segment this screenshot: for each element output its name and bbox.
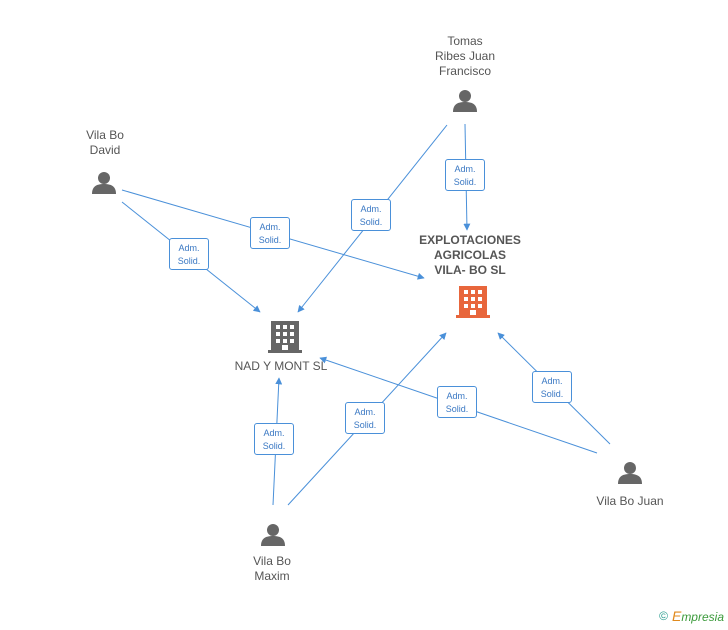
person-icon-tomas[interactable]	[453, 90, 477, 112]
company-icon-explotaciones[interactable]	[456, 286, 490, 318]
edge-label-line2: Solid.	[359, 217, 383, 227]
edge-label-line1: Adm.	[354, 407, 376, 417]
node-label-vilabojuan[interactable]: Vila Bo Juan	[596, 494, 664, 508]
copyright-symbol: ©	[659, 609, 668, 623]
edge-label-line1: Adm.	[263, 428, 285, 438]
edges	[121, 123, 611, 506]
edge-label-vilabojuan-explotaciones[interactable]: Adm. Solid.	[532, 371, 572, 403]
edge-label-line2: Solid.	[453, 177, 477, 187]
edge-label-vilabomaxim-explotaciones[interactable]: Adm. Solid.	[345, 402, 385, 434]
edge-label-vilabomaxim-nadymont[interactable]: Adm. Solid.	[254, 423, 294, 455]
brand-name: mpresia	[681, 610, 724, 624]
footer: © Empresia	[659, 608, 724, 624]
brand-initial: E	[671, 608, 682, 624]
company-icon-nadymont[interactable]	[268, 321, 302, 353]
edge-label-line2: Solid.	[540, 389, 564, 399]
edge-label-line1: Adm.	[446, 391, 468, 401]
edge-label-line1: Adm.	[541, 376, 563, 386]
edge-label-tomas-explotaciones[interactable]: Adm. Solid.	[445, 159, 485, 191]
person-icon-vilabodavid[interactable]	[92, 172, 116, 194]
person-icon-vilabomaxim[interactable]	[261, 524, 285, 546]
node-label-explotaciones[interactable]: EXPLOTACIONES AGRICOLAS VILA- BO SL	[419, 233, 521, 277]
brand-logo[interactable]: Empresia	[672, 608, 724, 624]
edge-label-vilabodavid-explotaciones[interactable]: Adm. Solid.	[250, 217, 290, 249]
node-label-tomas[interactable]: Tomas Ribes Juan Francisco	[434, 34, 496, 78]
node-label-vilabomaxim[interactable]: Vila Bo Maxim	[253, 554, 291, 583]
edge-label-line2: Solid.	[353, 420, 377, 430]
edge-label-line2: Solid.	[445, 404, 469, 414]
edge-label-line1: Adm.	[360, 204, 382, 214]
person-icon-vilabojuan[interactable]	[618, 462, 642, 484]
edge-label-line1: Adm.	[178, 243, 200, 253]
edge-label-vilabodavid-nadymont[interactable]: Adm. Solid.	[169, 238, 209, 270]
edge-label-line2: Solid.	[262, 441, 286, 451]
edge-label-vilabojuan-nadymont[interactable]: Adm. Solid.	[437, 386, 477, 418]
edge-label-tomas-nadymont[interactable]: Adm. Solid.	[351, 199, 391, 231]
edge-label-line2: Solid.	[258, 235, 282, 245]
edge-label-line2: Solid.	[177, 256, 201, 266]
node-label-nadymont[interactable]: NAD Y MONT SL	[234, 359, 328, 373]
node-label-vilabodavid[interactable]: Vila Bo David	[86, 128, 124, 157]
edge-label-line1: Adm.	[454, 164, 476, 174]
edge-label-line1: Adm.	[259, 222, 281, 232]
